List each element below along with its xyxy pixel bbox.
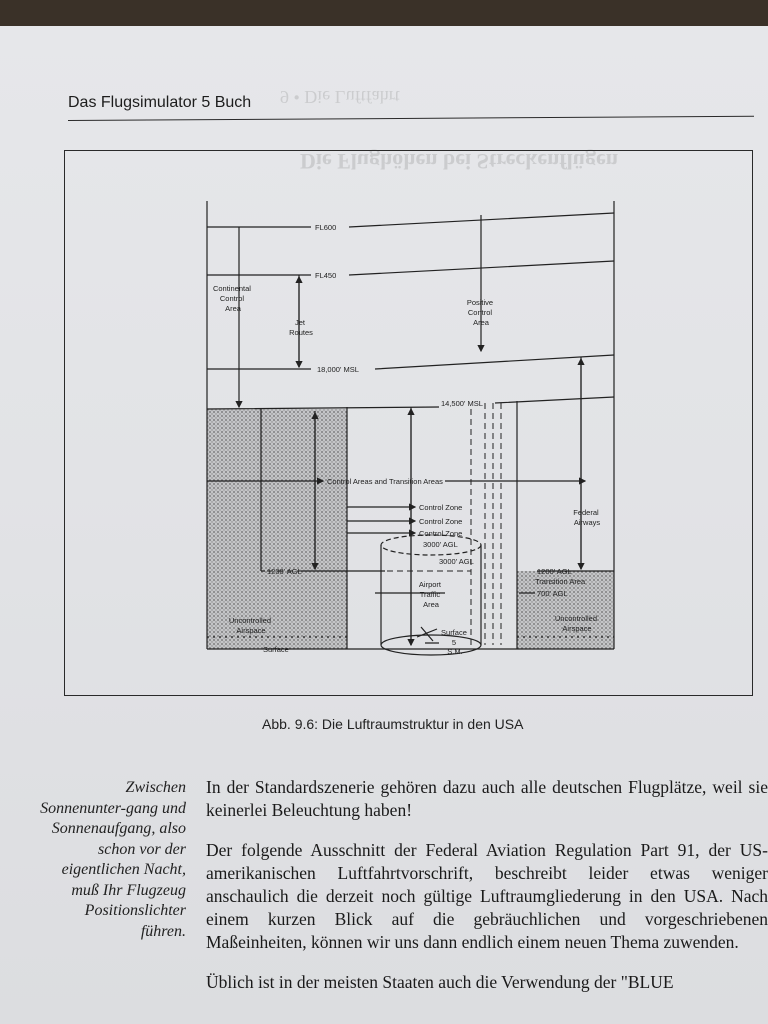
figure-caption: Abb. 9.6: Die Luftraumstruktur in den US… [262, 716, 524, 732]
header-rule [67, 115, 754, 121]
airspace-diagram: FL600 FL450 Continental Control Area Jet… [206, 201, 615, 656]
label-1200-agl-left: 1200' AGL [267, 567, 302, 576]
margin-note: Zwischen Sonnenunter-gang und Sonnenaufg… [40, 779, 186, 940]
msl18000-line [207, 354, 615, 370]
running-header: Das Flugsimulator 5 Buch [68, 94, 252, 111]
label-control-zone-1: Control Zone [419, 503, 462, 512]
label-uncontrolled-left: Uncontrolled Airspace [229, 616, 273, 635]
label-jet-routes: Jet Routes [289, 318, 313, 337]
fl450-line [207, 260, 615, 276]
label-airport-traffic-area: Airport Traffic Area [419, 580, 443, 609]
label-18000-msl: 18,000' MSL [317, 365, 359, 374]
label-uncontrolled-right: Uncontrolled Airspace [555, 614, 599, 633]
label-surface-left: Surface [263, 645, 289, 654]
label-continental-control-area: Continental Control Area [213, 284, 253, 313]
airport-symbol [416, 626, 439, 644]
paragraph-1: In der Standardszenerie gehören dazu auc… [206, 777, 768, 820]
label-fl600: FL600 [315, 223, 336, 232]
label-transition-area: Transition Area [535, 577, 586, 586]
label-control-zone-2: Control Zone [419, 517, 462, 526]
label-14500-msl: 14,500' MSL [441, 399, 483, 408]
msl14500-line [206, 396, 615, 410]
label-control-zone-3: Control Zone [419, 529, 462, 538]
fl600-line [207, 212, 615, 228]
label-control-areas: Control Areas and Transition Areas [327, 477, 443, 486]
label-positive-control-area: Positive Control Area [467, 298, 495, 327]
body-text: In der Standardszenerie gehören dazu auc… [206, 776, 768, 1011]
label-federal-airways: Federal Airways [573, 508, 601, 527]
paragraph-2: Der folgende Ausschnitt der Federal Avia… [206, 840, 768, 952]
show-through-decoration: 9 • Die Luftfahrt [280, 87, 400, 107]
label-3000-agl-a: 3000' AGL [423, 540, 458, 549]
label-700-agl: 700' AGL [537, 589, 568, 598]
uncontrolled-left-fill [207, 409, 347, 649]
uncontrolled-right-fill [517, 571, 614, 649]
label-3000-agl-b: 3000' AGL [439, 557, 474, 566]
book-page: 9 • Die Luftfahrt Die Flughöhen bei Stre… [0, 26, 768, 1024]
label-1200-agl-right: 1200' AGL [537, 567, 572, 576]
paragraph-3: Üblich ist in der meisten Staaten auch d… [206, 972, 674, 992]
label-surface-right: Surface 5 S.M. [441, 628, 469, 656]
label-fl450: FL450 [315, 271, 336, 280]
figure-frame: FL600 FL450 Continental Control Area Jet… [64, 150, 753, 696]
